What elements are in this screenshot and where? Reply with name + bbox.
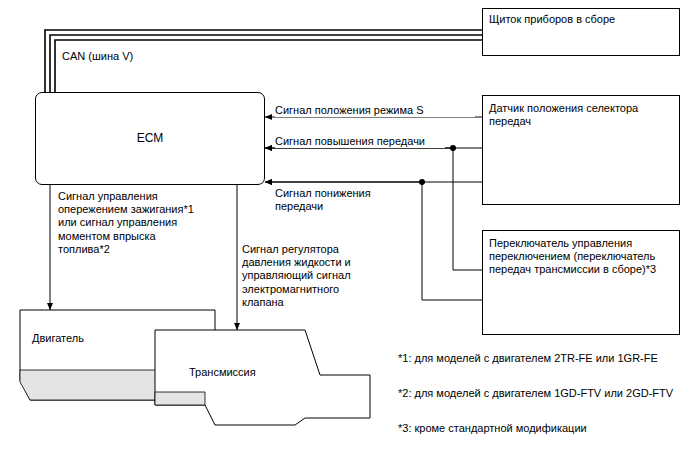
signal-label: CAN (шина V) [62,50,242,63]
node-text: ECM [137,131,164,145]
footnote: *2: для моделей с двигателем 1GD-FTV или… [398,387,683,400]
display-box: Щиток приборов в сборе [482,8,680,56]
can-wire [45,30,482,92]
can-wire [50,35,482,92]
can-wire [55,40,482,92]
node-text: Трансмиссия [189,366,370,379]
node-text: Переключатель управления переключением (… [489,237,673,277]
signal-label: Сигнал управления опережением зажигания*… [58,190,198,256]
node-text: Щиток приборов в сборе [489,13,673,26]
signal-label: Сигнал положения режима S [275,104,475,117]
transmission-shape: Трансмиссия [155,330,370,425]
sensor-box: Датчик положения селектора передач [482,95,680,205]
signal-label: Сигнал повышения передачи [275,135,445,148]
footnote: *3: кроме стандартной модификации [398,422,683,435]
signal-label: Сигнал понижения передачи [275,187,415,213]
ecm-box: ECM [35,92,265,185]
can-bus [45,30,482,92]
signal-label: Сигнал регулятора давления жидкости и уп… [242,243,360,309]
signal-arrow [237,185,238,330]
node-text: Датчик положения селектора передач [489,102,673,128]
switch-box: Переключатель управления переключением (… [482,230,680,335]
footnote: *1: для моделей с двигателем 2TR-FE или … [398,352,683,365]
signal-arrow [50,185,51,310]
outline-shape [155,330,370,425]
